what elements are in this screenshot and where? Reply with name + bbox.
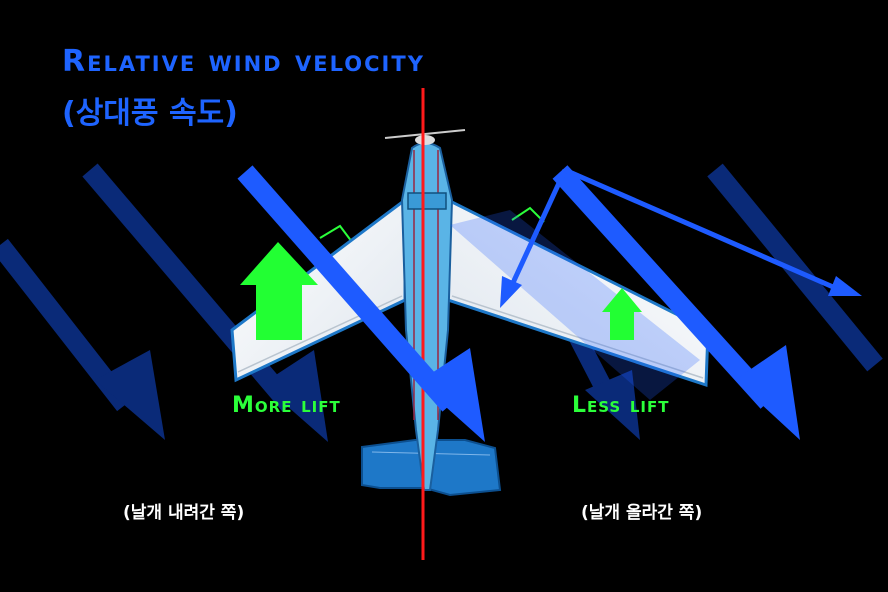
right-wing-note: (날개 올라간 쪽): [581, 503, 703, 523]
wind-arrow-icon: [552, 165, 800, 440]
propeller: [384, 129, 466, 139]
wing-wind-overlay: [450, 210, 700, 400]
wing-hint-left: [319, 224, 353, 243]
wing-hint-right: [511, 206, 545, 223]
wind-arrow-icon: [237, 165, 485, 442]
left-wing-note: (날개 내려간 쪽): [123, 503, 245, 523]
more-lift-label: More lift: [232, 393, 341, 418]
wind-arrow-icon: [707, 163, 883, 372]
wind-arrows-main: [237, 165, 800, 442]
lift-arrow-more-icon: [240, 242, 318, 340]
less-lift-label: Less lift: [572, 393, 670, 418]
diagram-title: Relative wind velocity: [62, 44, 425, 79]
velocity-vector-icon: [500, 167, 862, 308]
diagram-subtitle: (상대풍 속도): [62, 96, 238, 131]
lift-arrow-less-icon: [602, 288, 642, 340]
wind-arrow-icon: [0, 238, 165, 440]
